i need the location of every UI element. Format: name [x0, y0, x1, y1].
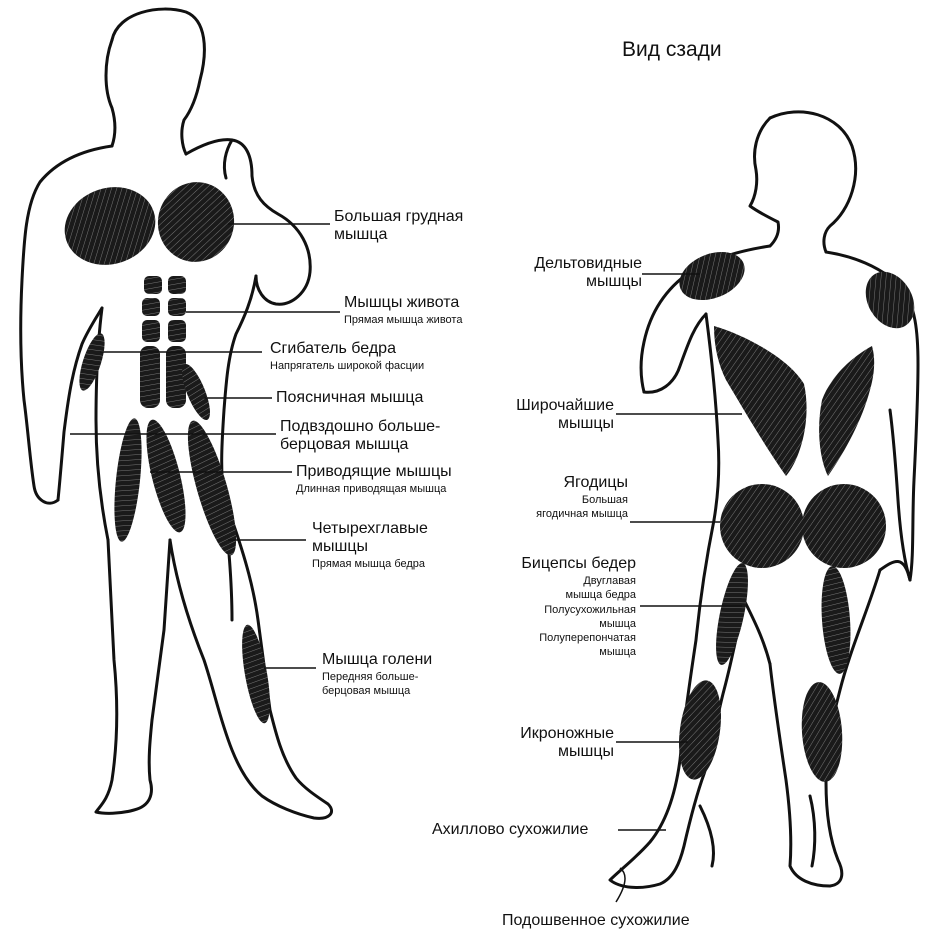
lat-right-muscle [819, 346, 874, 476]
label-psoas: Поясничная мышца [276, 389, 423, 407]
label-lats: Широчайшие мышцы [480, 397, 614, 433]
glute-right-muscle [802, 484, 886, 568]
label-deltoids: Дельтовидные мышцы [500, 255, 642, 291]
back-muscles [672, 243, 924, 783]
deltoid-right-muscle [856, 263, 924, 337]
shin-muscle [236, 623, 275, 725]
label-hamstrings: Бицепсы бедер Двуглавая мышца бедра Полу… [480, 555, 636, 659]
front-muscles [55, 175, 276, 725]
label-adductors: Приводящие мышцы Длинная приводящая мышц… [296, 463, 452, 495]
calf-left-muscle [673, 678, 727, 783]
hip-flexor-muscle [74, 331, 110, 394]
hamstring-left-muscle [709, 561, 754, 668]
quadriceps-muscle [178, 417, 245, 560]
pectoral-left-muscle [151, 175, 242, 269]
pectoral-right-muscle [55, 176, 166, 277]
label-abdominal: Мышцы живота Прямая мышца живота [344, 294, 462, 326]
label-plantar: Подошвенное сухожилие [502, 912, 690, 930]
label-achilles: Ахиллово сухожилие [432, 821, 588, 839]
label-calves: Икроножные мышцы [470, 725, 614, 761]
label-iliotibial: Подвздошно больше- берцовая мышца [280, 418, 440, 454]
label-hip-flexor: Сгибатель бедра Напрягатель широкой фасц… [270, 340, 424, 372]
abdominal-muscles [140, 276, 186, 408]
glute-left-muscle [720, 484, 804, 568]
label-quadriceps: Четырехглавые мышцы Прямая мышца бедра [312, 520, 428, 570]
iliotibial-muscle [110, 417, 147, 543]
label-shin: Мышца голени Передняя больше- берцовая м… [322, 651, 432, 698]
view-title: Вид сзади [622, 38, 722, 62]
label-glutes: Ягодицы Большая ягодичная мышца [480, 474, 628, 521]
front-body-outline [21, 9, 332, 818]
lat-left-muscle [714, 326, 807, 476]
label-pectoral: Большая грудная мышца [334, 208, 463, 244]
